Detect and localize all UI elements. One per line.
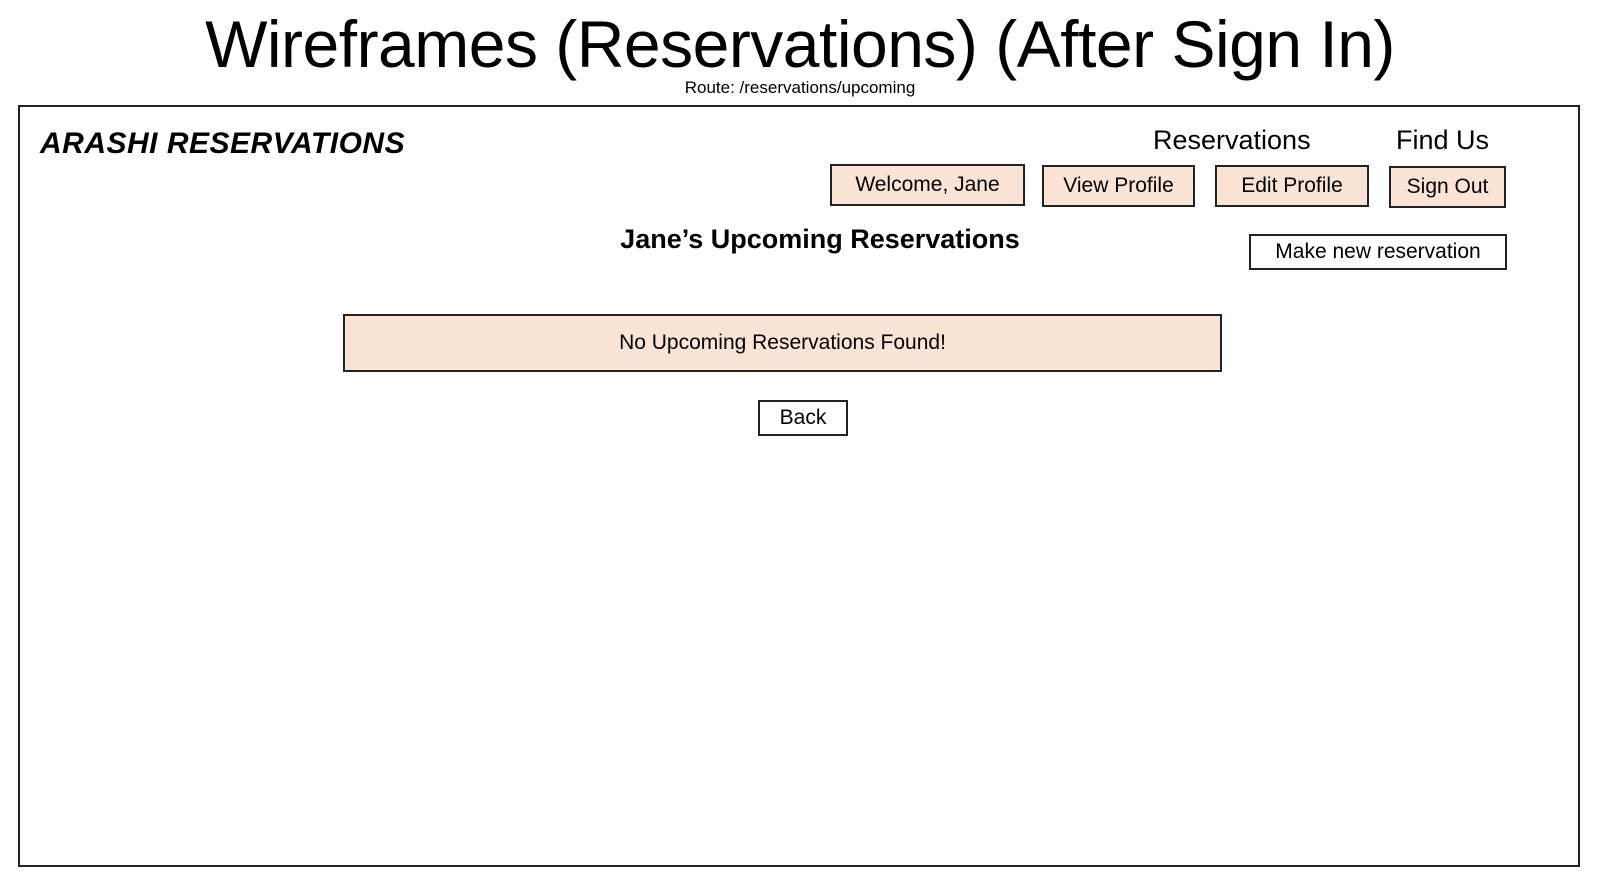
make-new-reservation-button[interactable]: Make new reservation: [1249, 234, 1507, 270]
edit-profile-button[interactable]: Edit Profile: [1215, 165, 1369, 207]
empty-reservations-notice: No Upcoming Reservations Found!: [343, 314, 1222, 372]
wireframe-frame: ARASHI RESERVATIONS Reservations Find Us…: [18, 105, 1580, 867]
slide-title: Wireframes (Reservations) (After Sign In…: [205, 7, 1395, 81]
nav-reservations-link[interactable]: Reservations: [1153, 125, 1311, 155]
route-caption: Route: /reservations/upcoming: [684, 78, 916, 97]
sign-out-button[interactable]: Sign Out: [1389, 166, 1506, 208]
welcome-user-badge: Welcome, Jane: [830, 164, 1025, 206]
page-title: Jane’s Upcoming Reservations: [620, 224, 1020, 254]
brand-logo-text[interactable]: ARASHI RESERVATIONS: [40, 127, 406, 160]
nav-find-us-link[interactable]: Find Us: [1396, 125, 1490, 155]
view-profile-button[interactable]: View Profile: [1042, 165, 1195, 207]
back-button[interactable]: Back: [758, 400, 848, 436]
